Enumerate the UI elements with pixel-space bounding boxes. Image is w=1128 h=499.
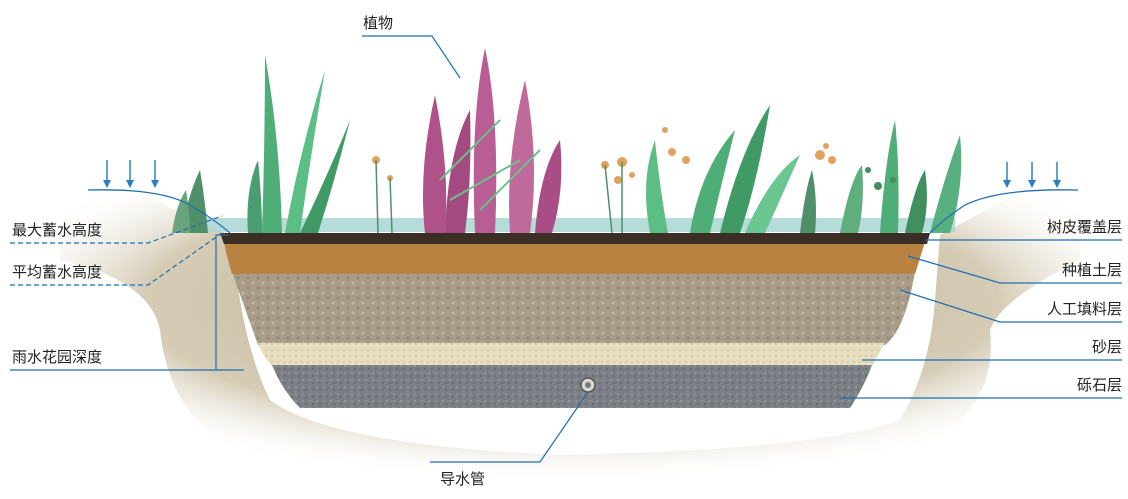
- planting-soil-layer-area: [224, 242, 925, 274]
- plants-label: 植物: [363, 14, 394, 32]
- artificial-fill-layer-label: 人工填料层: [1046, 300, 1122, 318]
- surrounding-ground: [60, 185, 1080, 483]
- planting-soil-layer-label: 种植土层: [1061, 261, 1122, 279]
- basin-layers: [220, 233, 930, 408]
- gravel-layer-area: [272, 365, 872, 408]
- max-storage-height-label: 最大蓄水高度: [12, 221, 103, 239]
- mulch-layer-area: [220, 233, 930, 244]
- gravel-layer-label: 砾石层: [1076, 376, 1122, 394]
- artificial-fill-layer-area: [232, 272, 915, 345]
- left-ground-line: [87, 189, 231, 234]
- plants: [172, 48, 962, 234]
- avg-storage-height-label: 平均蓄水高度: [12, 263, 103, 281]
- rain-arrows: [103, 160, 1061, 188]
- right-ground-line: [929, 189, 1079, 234]
- mulch-layer-label: 树皮覆盖层: [1046, 218, 1122, 236]
- sand-layer-label: 砂层: [1091, 338, 1122, 356]
- garden-depth-label: 雨水花园深度: [12, 348, 103, 366]
- drain-pipe-label: 导水管: [440, 470, 486, 488]
- leader-lines: [10, 35, 1122, 463]
- sand-layer-area: [258, 343, 885, 366]
